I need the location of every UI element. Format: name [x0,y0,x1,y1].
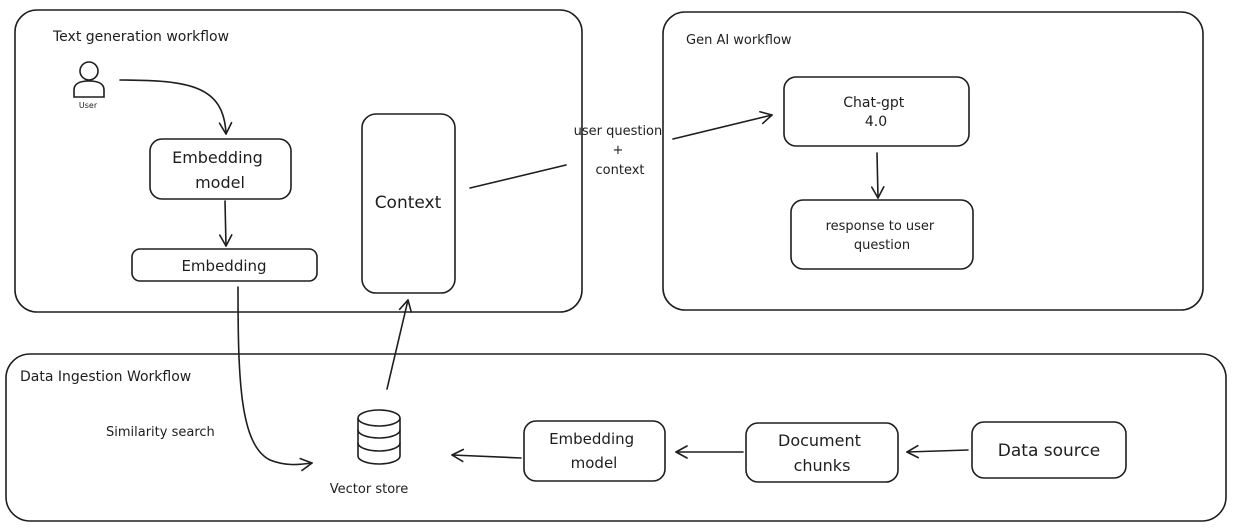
edge-label-to-chatgpt [672,110,773,140]
edge-embedding-model-to-embedding [218,200,233,247]
node-embedding: Embedding [131,248,318,282]
node-chatgpt-line-1: Chat-gpt [843,95,905,111]
node-embedding-model-bottom-label: Embedding model [549,430,639,472]
edge-chatgpt-to-response [870,152,885,199]
edge-label-line-1: user question [574,124,663,139]
connectors [119,79,969,472]
node-document-chunks-label: Document chunks [778,431,866,475]
node-chatgpt-label: Chat-gpt 4.0 [843,95,908,130]
node-response-line-2: question [854,238,910,253]
edge-context-to-label [469,164,567,189]
edge-label-user-question-context: user question + context [574,124,667,178]
node-document-chunks-line-1: Document [778,431,861,450]
node-data-source: Data source [971,421,1127,479]
node-embedding-model-bottom: Embedding model [523,420,666,482]
edge-label-line-3: context [596,163,645,178]
node-document-chunks: Document chunks [745,422,899,483]
node-data-source-label: Data source [998,441,1100,461]
database-icon [357,409,401,465]
edge-embedding-to-vector-store [237,286,313,472]
node-chatgpt: Chat-gpt 4.0 [783,76,970,147]
edge-user-to-embedding-model [119,79,233,135]
node-embedding-label: Embedding [181,257,266,275]
node-embedding-model-top: Embedding model [149,138,292,200]
node-embedding-model-top-line-1: Embedding [172,148,263,167]
node-embedding-model-bottom-line-2: model [571,454,618,472]
node-response: response to user question [790,199,974,270]
node-response-line-1: response to user [826,219,935,234]
node-embedding-model-top-label: Embedding model [172,148,268,192]
edge-embedding-model-to-vector-store [451,448,522,463]
edge-label-similarity-search: Similarity search [106,425,215,440]
node-chatgpt-line-2: 4.0 [865,114,887,130]
node-document-chunks-line-2: chunks [794,456,851,475]
group-title-text-generation: Text generation workflow [52,29,229,45]
node-response-label: response to user question [826,219,939,253]
node-context: Context [361,113,456,294]
edge-vector-store-to-context [386,299,413,390]
user-icon [73,61,105,98]
node-vector-store-label: Vector store [330,482,408,497]
node-embedding-model-top-line-2: model [195,173,245,192]
group-title-gen-ai: Gen AI workflow [686,33,792,48]
edge-source-to-chunks [906,444,969,459]
node-user: User [73,61,105,110]
node-context-label: Context [375,193,442,213]
group-title-data-ingestion: Data Ingestion Workflow [20,369,191,385]
node-embedding-model-bottom-line-1: Embedding [549,430,634,448]
node-user-label: User [79,101,98,110]
edge-label-line-2: + [612,143,623,158]
node-vector-store: Vector store [330,409,408,497]
